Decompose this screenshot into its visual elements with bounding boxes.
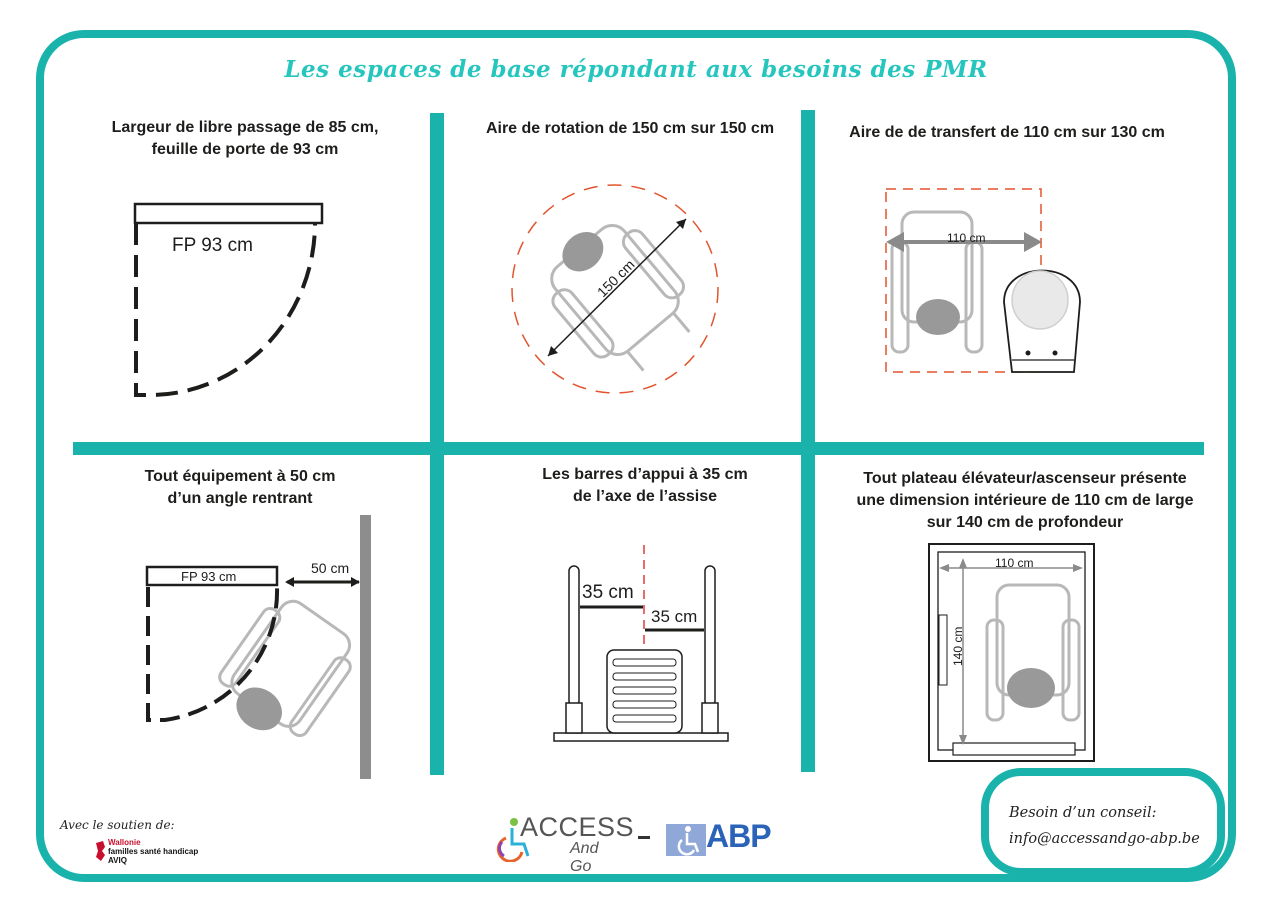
bars-right-label: 35 cm <box>651 607 697 626</box>
lift-caption-line2: une dimension intérieure de 110 cm de la… <box>856 492 1194 509</box>
divider-vertical-right <box>801 110 815 772</box>
toilet-icon <box>1003 269 1081 373</box>
lift-width-label: 110 cm <box>995 556 1033 570</box>
aviq-line1: Wallonie <box>108 838 141 847</box>
bars-caption-line1: Les barres d’appui à 35 cm <box>542 466 748 483</box>
lift-caption-line1: Tout plateau élévateur/ascenseur présent… <box>863 470 1187 487</box>
wheelchair-icon <box>218 599 352 738</box>
wheelchair-icon <box>985 583 1081 722</box>
bars-left-label: 35 cm <box>582 582 634 603</box>
rotation-caption: Aire de rotation de 150 cm sur 150 cm <box>460 118 800 140</box>
bars-caption-line2: de l’axe de l’assise <box>572 488 718 505</box>
door-caption-line2: feuille de porte de 93 cm <box>151 141 339 158</box>
wheelchair-symbol-icon <box>666 824 706 856</box>
right-grab-bar <box>704 565 716 707</box>
access-logo-sub: And Go <box>570 840 599 875</box>
page-title: Les espaces de base répondant aux besoin… <box>284 56 988 83</box>
contact-line1: Besoin d’un conseil: <box>1009 805 1157 821</box>
door-fp-label: FP 93 cm <box>172 235 253 256</box>
aviq-line3: AVIQ <box>108 856 127 865</box>
aviq-line2: familles santé handicap <box>108 847 199 856</box>
contact-box: Besoin d’un conseil: info@accessandgo-ab… <box>981 768 1225 876</box>
transfer-caption-text: Aire de de transfert de 110 cm sur 130 c… <box>849 124 1165 141</box>
lift-diagram: 110 cm 140 cm <box>928 543 1095 762</box>
grab-bars-diagram: 35 cm 35 cm <box>553 545 729 742</box>
door-caption: Largeur de libre passage de 85 cm, feuil… <box>90 117 400 161</box>
lift-caption: Tout plateau élévateur/ascenseur présent… <box>830 468 1220 534</box>
equipment-door-label: FP 93 cm <box>181 569 236 584</box>
rotation-caption-text: Aire de rotation de 150 cm sur 150 cm <box>485 120 775 137</box>
equipment-caption: Tout équipement à 50 cm d’un angle rentr… <box>110 466 370 510</box>
abp-logo-text: ABP <box>706 818 772 854</box>
equipment-distance-label: 50 cm <box>311 560 349 576</box>
door-caption-line1: Largeur de libre passage de 85 cm, <box>111 119 379 136</box>
transfer-diagram: 110 cm <box>885 188 1081 373</box>
wheelchair-logo-icon <box>496 818 530 862</box>
support-label: Avec le soutien de: <box>60 818 175 832</box>
equipment-caption-line2: d’un angle rentrant <box>167 490 313 507</box>
bars-caption: Les barres d’appui à 35 cm de l’axe de l… <box>505 464 785 508</box>
wall <box>360 515 371 779</box>
divider-horizontal <box>73 442 1204 455</box>
page-frame <box>36 30 1236 882</box>
lift-depth-label: 140 cm <box>951 627 965 666</box>
seat <box>606 649 683 734</box>
transfer-caption: Aire de de transfert de 110 cm sur 130 c… <box>832 122 1182 144</box>
rotation-diagram: 150 cm <box>511 184 719 394</box>
rotation-label: 150 cm <box>594 256 638 300</box>
door-swing-diagram: FP 93 cm <box>133 202 324 397</box>
aviq-logo: Wallonie familles santé handicap AVIQ <box>94 838 198 865</box>
contact-email-link[interactable]: info@accessandgo-abp.be <box>1009 831 1200 847</box>
logo-separator-dash <box>638 836 650 839</box>
left-grab-bar <box>568 565 580 707</box>
equipment-caption-line1: Tout équipement à 50 cm <box>144 468 336 485</box>
rooster-icon <box>96 841 105 861</box>
equipment-diagram: FP 93 cm 50 cm <box>145 515 371 779</box>
wheelchair-icon <box>550 223 691 372</box>
lift-caption-line3: sur 140 cm de profondeur <box>926 514 1124 531</box>
transfer-label: 110 cm <box>947 231 985 245</box>
access-logo-text: ACCESS <box>520 812 635 842</box>
